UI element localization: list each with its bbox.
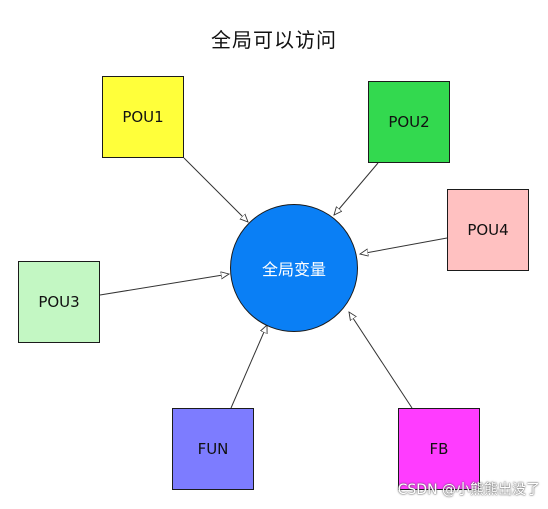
node-fun: FUN — [172, 408, 254, 490]
diagram-title: 全局可以访问 — [211, 28, 337, 52]
watermark: CSDN @小熊熊出没了 — [397, 482, 540, 498]
arrow-pou1-to-center — [183, 157, 248, 222]
node-pou3: POU3 — [18, 261, 100, 343]
node-pou2: POU2 — [368, 81, 450, 163]
arrow-pou3-to-center — [99, 274, 229, 296]
node-pou4-label: POU4 — [467, 221, 509, 239]
node-pou1: POU1 — [102, 76, 184, 158]
global-variable-node: 全局变量 — [230, 204, 358, 332]
node-pou2-label: POU2 — [388, 113, 430, 131]
node-pou4: POU4 — [447, 189, 529, 271]
arrow-fun-to-center — [230, 325, 267, 409]
arrow-pou4-to-center — [360, 237, 448, 254]
node-pou3-label: POU3 — [38, 293, 80, 311]
arrow-fb-to-center — [349, 312, 413, 409]
node-fun-label: FUN — [197, 440, 229, 458]
global-variable-label: 全局变量 — [261, 260, 326, 279]
node-fb-label: FB — [429, 440, 449, 458]
node-fb: FB — [398, 408, 480, 490]
arrow-pou2-to-center — [334, 162, 379, 215]
node-pou1-label: POU1 — [122, 108, 164, 126]
